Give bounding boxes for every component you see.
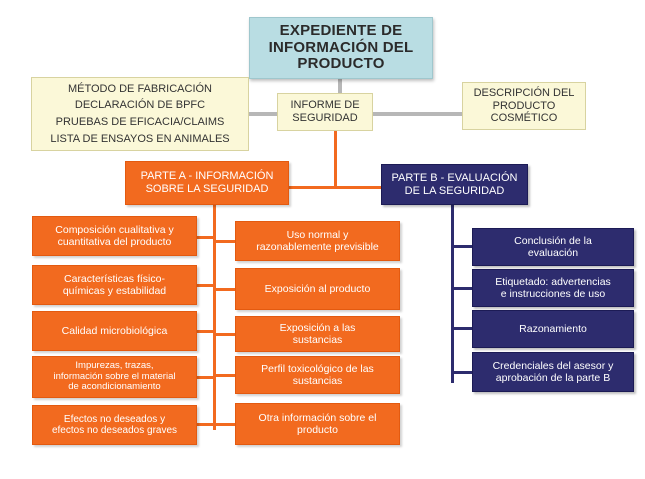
connector-a-left-3 xyxy=(197,330,216,333)
item-line: evaluación xyxy=(527,247,579,259)
list-item: PRUEBAS DE EFICACIA/CLAIMS xyxy=(55,116,225,128)
connector-title-down xyxy=(338,79,342,93)
connector-b-2 xyxy=(451,287,472,290)
connector-a-left-1 xyxy=(197,236,216,239)
item-line: Uso normal y xyxy=(286,228,349,241)
page-title: EXPEDIENTE DE INFORMACIÓN DEL PRODUCTO xyxy=(249,17,433,79)
a-left-item-3: Calidad microbiológica xyxy=(32,311,197,351)
item-line: sustancias xyxy=(292,334,343,346)
informe-line-2: SEGURIDAD xyxy=(292,112,358,124)
desc-line-3: COSMÉTICO xyxy=(490,112,558,125)
informe-line-1: INFORME DE xyxy=(290,99,360,112)
a-left-item-4: Impurezas, trazas,información sobre el m… xyxy=(32,356,197,398)
item-line: Conclusión de la xyxy=(514,234,592,247)
parte-b-line-1: PARTE B - EVALUACIÓN xyxy=(391,171,518,184)
desc-line-2: PRODUCTO xyxy=(492,99,556,112)
parte-a-line-2: SOBRE LA SEGURIDAD xyxy=(145,183,269,195)
b-item-3: Razonamiento xyxy=(472,310,634,348)
item-line: producto xyxy=(297,424,338,436)
item-line: efectos no deseados graves xyxy=(51,425,178,436)
item-line: cuantitativa del producto xyxy=(57,236,172,248)
title-line-2: INFORMACIÓN DEL xyxy=(268,38,414,56)
title-line-1: EXPEDIENTE DE xyxy=(279,22,403,40)
item-line: Efectos no deseados y xyxy=(63,413,166,425)
a-left-item-2: Características físico-químicas y estabi… xyxy=(32,265,197,305)
connector-informe-down xyxy=(334,131,337,187)
item-line: razonablemente previsible xyxy=(256,241,379,253)
item-line: Exposición a las xyxy=(279,321,356,334)
parte-b-line-2: DE LA SEGURIDAD xyxy=(404,184,505,197)
list-item: MÉTODO DE FABRICACIÓN xyxy=(67,82,213,95)
item-line: Credenciales del asesor y xyxy=(492,359,614,372)
item-line: Exposición al producto xyxy=(264,282,371,295)
item-line: Impurezas, trazas, xyxy=(75,359,154,371)
parte-b-box: PARTE B - EVALUACIÓN DE LA SEGURIDAD xyxy=(381,164,528,205)
connector-parte-b-spine xyxy=(451,205,454,383)
item-line: Composición cualitativa y xyxy=(55,223,174,236)
connector-b-1 xyxy=(451,245,472,248)
item-line: e instrucciones de uso xyxy=(500,288,606,300)
list-item: DECLARACIÓN DE BPFC xyxy=(74,99,206,112)
item-line: Calidad microbiológica xyxy=(61,324,168,337)
connector-a-right-4 xyxy=(213,374,235,377)
connector-a-left-2 xyxy=(197,284,216,287)
item-line: información sobre el material xyxy=(53,370,176,382)
item-line: Perfil toxicológico de las xyxy=(261,362,374,375)
item-line: sustancias xyxy=(292,375,343,387)
parte-a-line-1: PARTE A - INFORMACIÓN xyxy=(140,170,274,183)
connector-b-3 xyxy=(451,327,472,330)
parte-a-box: PARTE A - INFORMACIÓN SOBRE LA SEGURIDAD xyxy=(125,161,289,205)
item-line: de acondicionamiento xyxy=(68,381,161,393)
connector-a-right-1 xyxy=(213,240,235,243)
item-line: Razonamiento xyxy=(519,322,587,335)
item-line: Otra información sobre el xyxy=(258,411,377,424)
connector-a-right-2 xyxy=(213,288,235,291)
connector-parts-horizontal xyxy=(289,186,381,189)
informe-seguridad-box: INFORME DE SEGURIDAD xyxy=(277,93,373,131)
connector-b-4 xyxy=(451,371,472,374)
connector-a-left-4 xyxy=(197,376,216,379)
item-line: aprobación de la parte B xyxy=(495,372,611,384)
left-info-list: MÉTODO DE FABRICACIÓN DECLARACIÓN DE BPF… xyxy=(31,77,249,151)
list-item: LISTA DE ENSAYOS EN ANIMALES xyxy=(50,132,230,145)
item-line: Características físico- xyxy=(64,272,165,285)
descripcion-producto-box: DESCRIPCIÓN DEL PRODUCTO COSMÉTICO xyxy=(462,82,586,130)
connector-parte-a-spine xyxy=(213,205,216,430)
item-line: químicas y estabilidad xyxy=(62,285,167,297)
desc-line-1: DESCRIPCIÓN DEL xyxy=(473,87,575,100)
connector-a-right-3 xyxy=(213,333,235,336)
connector-a-left-5 xyxy=(197,423,216,426)
a-right-item-2: Exposición al producto xyxy=(235,268,400,310)
item-line: Etiquetado: advertencias xyxy=(495,275,611,288)
title-line-3: PRODUCTO xyxy=(297,55,385,73)
connector-a-right-5 xyxy=(213,423,235,426)
